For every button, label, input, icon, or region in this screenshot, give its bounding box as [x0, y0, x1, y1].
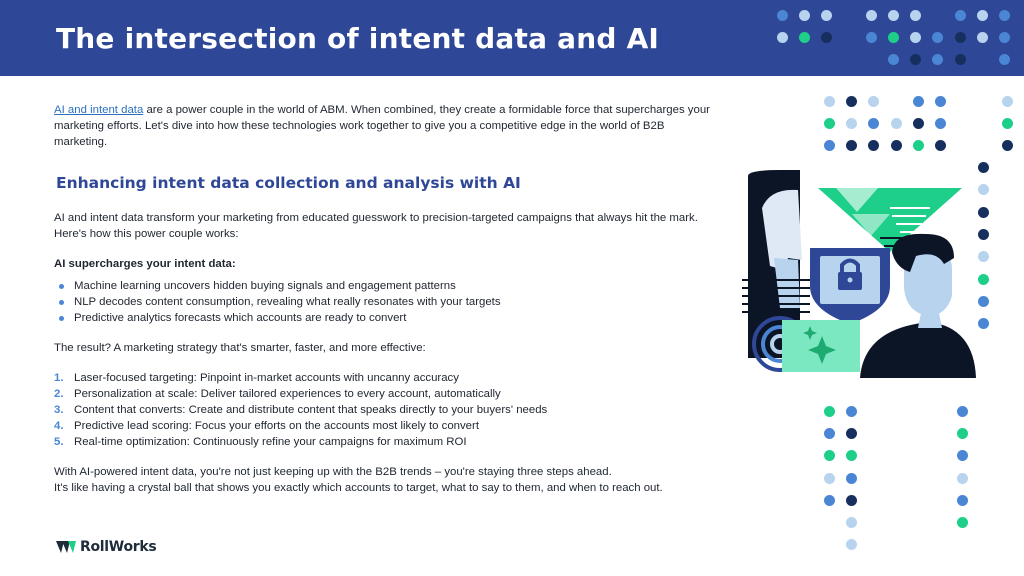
decor-dot [846, 472, 858, 484]
decor-dot [976, 10, 988, 21]
decor-dot [846, 450, 858, 462]
decor-dot [865, 10, 877, 21]
decor-dot [846, 539, 858, 551]
list-number: 5. [54, 436, 64, 448]
decor-dot [846, 517, 858, 528]
intro-link[interactable]: AI and intent data [54, 104, 144, 116]
decor-dot [865, 32, 877, 43]
padlock-icon [838, 258, 862, 290]
list-item: 1.Laser-focused targeting: Pinpoint in-m… [54, 372, 459, 384]
decor-dot [999, 32, 1010, 43]
decor-dot [799, 10, 811, 21]
intro-paragraph: AI and intent data are a power couple in… [54, 102, 714, 150]
decor-dot [957, 517, 969, 528]
decor-dot [868, 118, 880, 130]
decor-dot [957, 450, 969, 462]
decor-dot [868, 140, 880, 152]
sparkle-icon [803, 326, 836, 364]
intro-text: are a power couple in the world of ABM. … [54, 104, 710, 148]
rollworks-logo: RollWorks [56, 537, 157, 557]
list-number: 1. [54, 372, 64, 384]
list-number: 2. [54, 388, 64, 400]
closing-paragraph: With AI-powered intent data, you're not … [54, 466, 663, 494]
decor-dot [821, 10, 833, 21]
decor-dot [957, 428, 969, 440]
decor-dot [954, 10, 966, 21]
main-content: AI and intent data are a power couple in… [54, 102, 714, 496]
list-item: Machine learning uncovers hidden buying … [54, 278, 714, 294]
decor-dot [1001, 96, 1013, 107]
decor-dot [957, 472, 969, 484]
decor-dot [824, 450, 835, 462]
bullets-subheading: AI supercharges your intent data: [54, 258, 236, 270]
decor-dot [824, 472, 835, 484]
decor-dot [846, 406, 858, 417]
decor-dot [954, 32, 966, 43]
decor-dot [890, 118, 902, 130]
list-number: 4. [54, 420, 64, 432]
decor-dot [957, 406, 969, 417]
list-number: 3. [54, 404, 64, 416]
decor-dot [846, 428, 858, 440]
list-item: 2.Personalization at scale: Deliver tail… [54, 388, 501, 400]
decor-dot [890, 140, 902, 152]
decor-dot [999, 54, 1010, 65]
decor-dot [954, 54, 966, 65]
page-title: The intersection of intent data and AI [56, 22, 660, 55]
decor-dot [910, 54, 922, 65]
decor-dot [846, 140, 858, 152]
decor-dot [912, 96, 924, 107]
decor-dot [888, 10, 899, 21]
result-paragraph: The result? A marketing strategy that's … [54, 342, 426, 354]
decor-dot [868, 96, 880, 107]
header-dot-pattern [0, 0, 1024, 76]
decor-dot [912, 140, 924, 152]
decor-dot [777, 32, 788, 43]
decor-dot [824, 96, 835, 107]
decor-dot [824, 494, 835, 506]
decor-dot [976, 32, 988, 43]
decor-dot [846, 494, 858, 506]
decor-dot [824, 428, 835, 440]
decor-dot [935, 140, 946, 152]
section-paragraph: AI and intent data transform your market… [54, 212, 698, 240]
decor-dot [935, 118, 946, 130]
people-security-illustration [742, 170, 976, 378]
decor-dot [824, 118, 835, 130]
decor-dot [932, 54, 944, 65]
list-item: 4.Predictive lead scoring: Focus your ef… [54, 420, 479, 432]
list-item: Predictive analytics forecasts which acc… [54, 310, 714, 326]
decor-dot [957, 494, 969, 506]
decor-dot [824, 140, 835, 152]
bullet-list: Machine learning uncovers hidden buying … [54, 278, 714, 326]
decor-dot [846, 96, 858, 107]
decor-dot [777, 10, 788, 21]
section-heading: Enhancing intent data collection and ana… [56, 174, 521, 192]
bullet-dot-icon [59, 284, 64, 289]
bullet-dot-icon [59, 300, 64, 305]
rollworks-logo-icon [56, 541, 76, 553]
decor-dot [912, 118, 924, 130]
logo-wordmark: RollWorks [80, 539, 157, 555]
numbered-list: 1.Laser-focused targeting: Pinpoint in-m… [54, 370, 714, 450]
decor-dot [846, 118, 858, 130]
decor-dot [935, 96, 946, 107]
decor-dot [821, 32, 833, 43]
list-item: NLP decodes content consumption, reveali… [54, 294, 714, 310]
decor-dot [910, 10, 922, 21]
list-item: 5.Real-time optimization: Continuously r… [54, 436, 467, 448]
list-item: 3.Content that converts: Create and dist… [54, 404, 548, 416]
decor-dot [932, 32, 944, 43]
decor-dot [910, 32, 922, 43]
decor-dot [888, 32, 899, 43]
decor-dot [1001, 140, 1013, 152]
decor-dot [1001, 118, 1013, 130]
bullet-dot-icon [59, 316, 64, 321]
decor-dot [824, 406, 835, 417]
decor-dot [999, 10, 1010, 21]
decor-dot [888, 54, 899, 65]
decor-dot [799, 32, 811, 43]
header-banner: The intersection of intent data and AI [0, 0, 1024, 76]
